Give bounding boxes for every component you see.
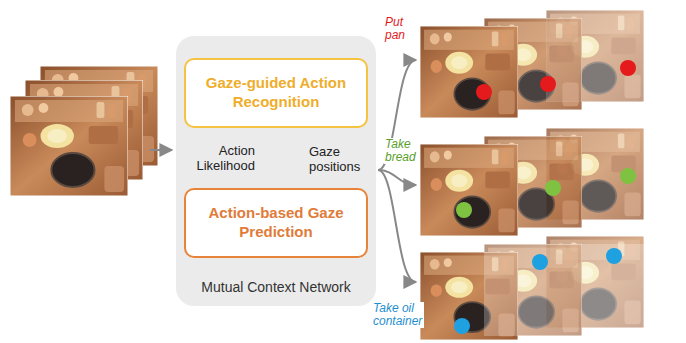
panel-title: Mutual Context Network (201, 279, 350, 297)
edge-label: Action Likelihood (183, 143, 255, 173)
module-title: Gaze-guided Action Recognition (194, 74, 358, 112)
action-label: Take bread (384, 138, 420, 164)
module-box: Action-based Gaze Prediction (184, 188, 368, 258)
edge-label: Gaze positions (309, 144, 381, 174)
module-box: Gaze-guided Action Recognition (184, 58, 368, 128)
action-label: Put pan (384, 16, 420, 42)
action-label: Take oil container (372, 302, 424, 328)
module-title: Action-based Gaze Prediction (194, 204, 358, 242)
